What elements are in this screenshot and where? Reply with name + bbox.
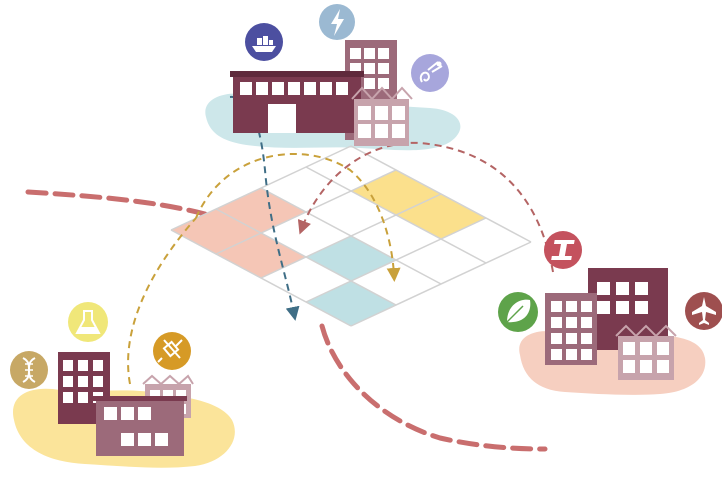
- dashed-path-west: [25, 189, 208, 217]
- grid-line: [170, 229, 352, 327]
- dashed-path-south: [319, 323, 548, 452]
- satellite-icon: [153, 332, 191, 370]
- dna-icon: [10, 351, 48, 389]
- electronics-icon: [411, 54, 449, 92]
- lightning-icon: [319, 4, 355, 40]
- steel-beam-icon: [544, 231, 582, 269]
- southwest-buildings: [58, 352, 194, 456]
- grid-line: [215, 208, 397, 306]
- grid-line: [350, 145, 532, 243]
- arrow-southwest-to-north: [127, 217, 197, 385]
- isometric-grid: [170, 145, 532, 327]
- grid-tile-teal: [306, 236, 396, 281]
- ship-icon: [245, 23, 283, 61]
- grid-tile-teal: [306, 281, 396, 326]
- arrow-north-to-yellow-tile: [195, 153, 401, 282]
- airplane-icon: [685, 292, 722, 330]
- north-buildings: [230, 40, 413, 146]
- flask-icon: [68, 302, 108, 342]
- leaf-icon: [498, 292, 538, 332]
- arrow-east-to-pink-tile: [297, 141, 554, 273]
- grid-line: [305, 166, 487, 264]
- building-factory-southwest: [96, 398, 184, 456]
- east-buildings: [545, 268, 677, 380]
- grid-line: [260, 187, 442, 285]
